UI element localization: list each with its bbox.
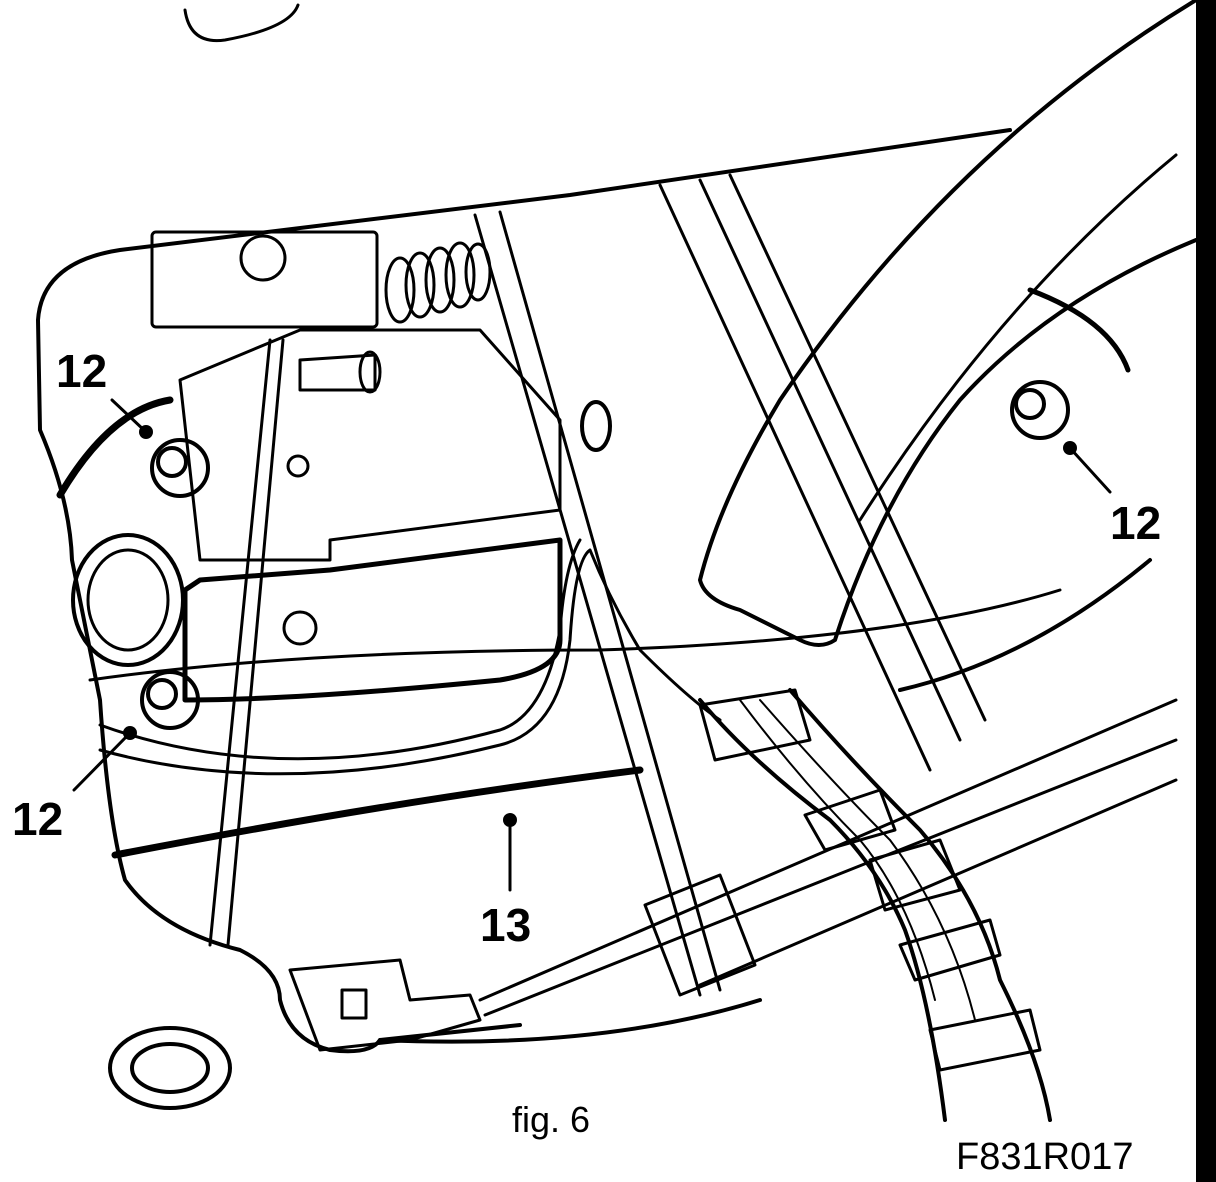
handle-arm-inner [858, 153, 1178, 522]
cable-tie-3 [868, 838, 962, 912]
guide-rail-4 [698, 178, 962, 742]
cable-tie-2 [803, 788, 897, 852]
bottom-clip [288, 958, 482, 1052]
latch-plate [182, 537, 563, 703]
window-channel-1 [478, 698, 1178, 1002]
leader-dots [123, 425, 1077, 827]
nut-right [1010, 380, 1070, 440]
cable-bundle-left [698, 698, 947, 1122]
cable-tie-1 [698, 688, 812, 762]
thin-wire [98, 548, 722, 776]
bottom-oval-hole [108, 1026, 232, 1110]
lever-rod-end [358, 350, 382, 394]
latch-body [178, 328, 562, 562]
panel-curve-mid [88, 588, 1062, 682]
latch-block [150, 230, 379, 329]
inner-arc [56, 396, 174, 499]
callout-13: 13 [480, 899, 532, 951]
handle-arm [698, 0, 1198, 647]
channel-block [643, 873, 757, 997]
panel-slot [580, 400, 612, 452]
spring [384, 241, 492, 324]
thin-wire-2 [98, 538, 582, 761]
callout-12-upper-left: 12 [56, 345, 108, 397]
guide-rail-5 [728, 173, 987, 722]
top-curve [183, 3, 300, 43]
callout-12-right: 12 [1110, 497, 1162, 549]
panel-groove-right [898, 558, 1152, 692]
right-arc [1027, 287, 1131, 373]
latch-bolt [239, 234, 287, 282]
guide-rail-3 [658, 183, 932, 772]
latch-pin [282, 610, 318, 646]
link-rod [208, 338, 272, 947]
panel-lower-edge [378, 998, 762, 1044]
leader-lines [72, 398, 1112, 892]
callout-12-lower-left: 12 [12, 793, 64, 845]
small-pin [286, 454, 310, 478]
link-rod-2 [226, 338, 285, 947]
bottom-oval-hole-inner [130, 1042, 210, 1094]
nut-lower-left [140, 670, 200, 730]
guide-rail-left [473, 213, 702, 997]
cable-tie-4 [898, 918, 1002, 982]
right-edge-bar [1196, 0, 1216, 1182]
bottom-clip-tab [340, 988, 368, 1020]
cable-tie-5 [928, 1008, 1042, 1072]
window-channel-3 [698, 778, 1178, 987]
guide-rail-right [498, 210, 722, 992]
panel-groove [111, 766, 644, 859]
panel-hole [71, 533, 185, 667]
figure-caption: fig. 6 [512, 1099, 591, 1140]
door-panel-outline [36, 128, 1012, 1054]
cable-strand-2 [759, 699, 976, 1021]
figure-code: F831R017 [956, 1136, 1134, 1178]
nut-upper-left [150, 438, 210, 498]
window-channel-2 [483, 738, 1178, 1017]
panel-hole-inner [86, 548, 170, 652]
